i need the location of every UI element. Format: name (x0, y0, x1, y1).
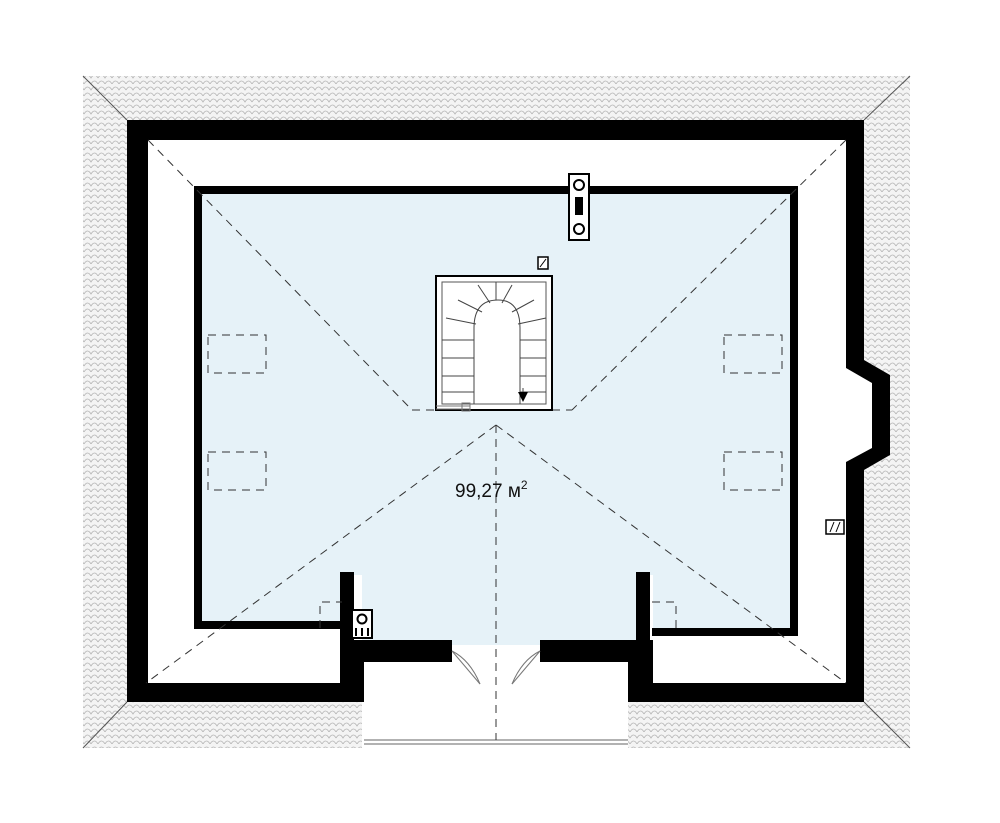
vent-duct-right (825, 519, 845, 535)
entrance-walls (340, 572, 650, 702)
chimney-entrance (351, 609, 373, 639)
roof-window-left-top (207, 334, 267, 374)
roof-window-left-bottom (207, 451, 267, 491)
roof-windows (207, 334, 783, 491)
stair-direction-arrow-icon (518, 392, 528, 402)
roof-projection-lines (145, 139, 847, 740)
area-value: 99,27 м (455, 481, 521, 502)
usable-floor-area (198, 190, 794, 645)
roof-window-right-top (723, 334, 783, 374)
balcony-edge (364, 739, 628, 745)
area-unit-superscript: 2 (521, 478, 528, 492)
roof-window-right-bottom (723, 451, 783, 491)
chimney-top (568, 173, 590, 241)
staircase (435, 275, 553, 412)
entry-door (451, 650, 541, 685)
floor-area-label: 99,27 м2 (455, 478, 528, 502)
knee-wall (194, 186, 798, 636)
roof-hip-lines (82, 75, 911, 749)
vent-duct-small (537, 256, 549, 270)
